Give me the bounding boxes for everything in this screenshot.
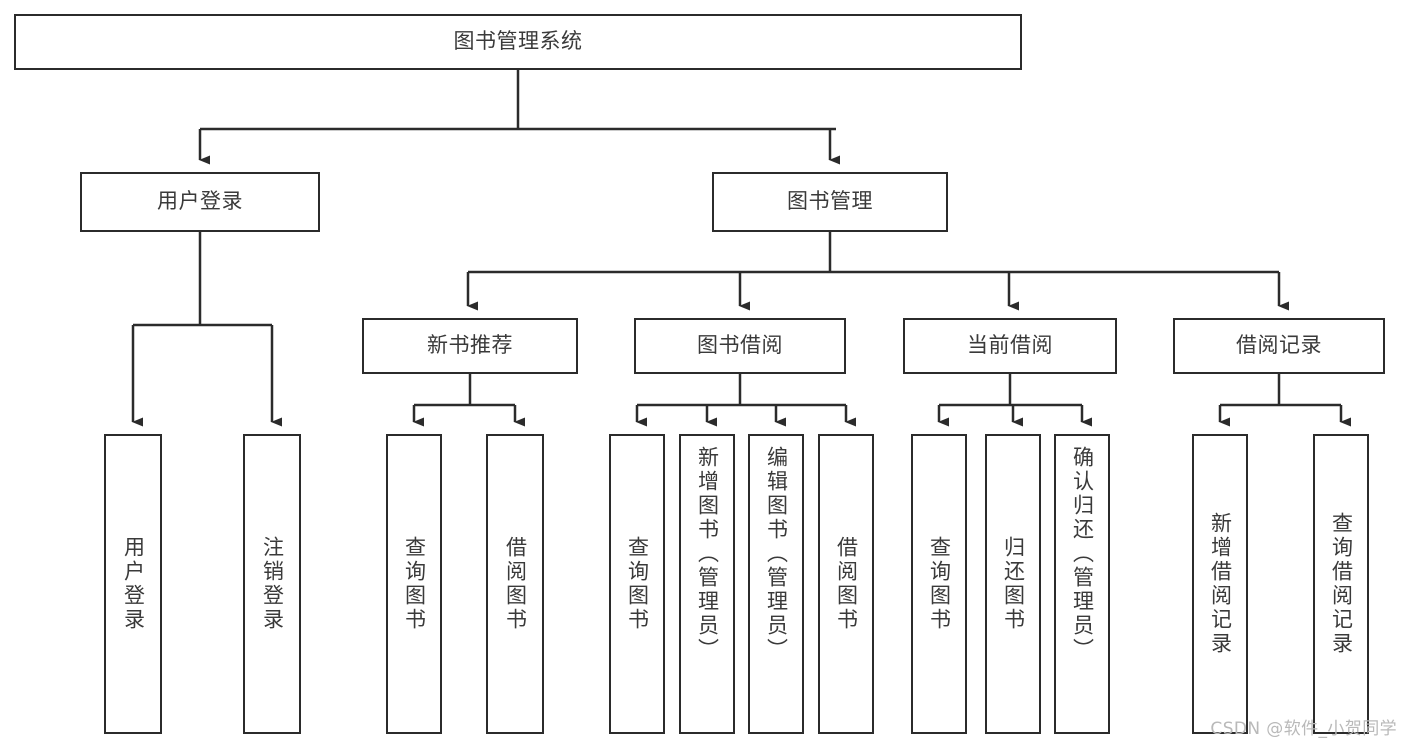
node-new-book-rec[interactable]: 新书推荐 <box>362 318 578 374</box>
node-leaf-query-borrow-record-label: 查询借阅记录 <box>1329 512 1354 656</box>
node-leaf-query-book-2-label: 查询图书 <box>625 536 650 632</box>
node-leaf-add-book-admin-label: 新增图书（管理员） <box>695 446 720 662</box>
node-leaf-return-book-label: 归还图书 <box>1001 536 1026 632</box>
node-leaf-borrow-book-1[interactable]: 借阅图书 <box>486 434 544 734</box>
node-leaf-confirm-return-admin[interactable]: 确认归还（管理员） <box>1054 434 1110 734</box>
node-leaf-user-login-label: 用户登录 <box>121 536 146 632</box>
node-leaf-confirm-return-admin-label: 确认归还（管理员） <box>1070 446 1095 662</box>
node-user-login[interactable]: 用户登录 <box>80 172 320 232</box>
node-new-book-rec-label: 新书推荐 <box>427 333 513 358</box>
node-borrow-record-label: 借阅记录 <box>1236 333 1322 358</box>
node-leaf-user-login[interactable]: 用户登录 <box>104 434 162 734</box>
node-book-manage-label: 图书管理 <box>787 189 873 214</box>
node-leaf-add-book-admin[interactable]: 新增图书（管理员） <box>679 434 735 734</box>
node-user-login-label: 用户登录 <box>157 189 243 214</box>
node-root[interactable]: 图书管理系统 <box>14 14 1022 70</box>
node-leaf-query-borrow-record[interactable]: 查询借阅记录 <box>1313 434 1369 734</box>
node-leaf-query-book-1-label: 查询图书 <box>402 536 427 632</box>
node-leaf-query-book-3[interactable]: 查询图书 <box>911 434 967 734</box>
node-leaf-user-logout-label: 注销登录 <box>260 536 285 632</box>
node-leaf-return-book[interactable]: 归还图书 <box>985 434 1041 734</box>
node-leaf-borrow-book-1-label: 借阅图书 <box>503 536 528 632</box>
node-leaf-borrow-book-2[interactable]: 借阅图书 <box>818 434 874 734</box>
node-leaf-edit-book-admin[interactable]: 编辑图书（管理员） <box>748 434 804 734</box>
node-current-borrow-label: 当前借阅 <box>967 333 1053 358</box>
node-borrow-record[interactable]: 借阅记录 <box>1173 318 1385 374</box>
node-book-borrow-label: 图书借阅 <box>697 333 783 358</box>
node-leaf-borrow-book-2-label: 借阅图书 <box>834 536 859 632</box>
node-leaf-add-borrow-record-label: 新增借阅记录 <box>1208 512 1233 656</box>
node-leaf-add-borrow-record[interactable]: 新增借阅记录 <box>1192 434 1248 734</box>
node-book-borrow[interactable]: 图书借阅 <box>634 318 846 374</box>
node-leaf-query-book-2[interactable]: 查询图书 <box>609 434 665 734</box>
watermark-text: CSDN @软件_小贺同学 <box>1210 719 1397 739</box>
node-leaf-edit-book-admin-label: 编辑图书（管理员） <box>764 446 789 662</box>
node-leaf-query-book-3-label: 查询图书 <box>927 536 952 632</box>
node-leaf-user-logout[interactable]: 注销登录 <box>243 434 301 734</box>
node-book-manage[interactable]: 图书管理 <box>712 172 948 232</box>
node-root-label: 图书管理系统 <box>453 29 583 54</box>
node-leaf-query-book-1[interactable]: 查询图书 <box>386 434 442 734</box>
node-current-borrow[interactable]: 当前借阅 <box>903 318 1117 374</box>
